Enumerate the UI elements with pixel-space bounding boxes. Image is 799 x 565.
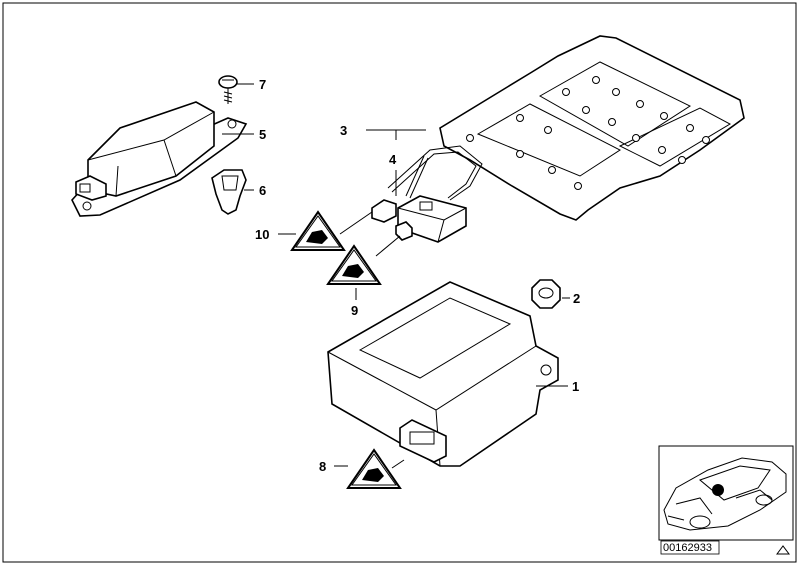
leader-lines bbox=[222, 83, 570, 469]
warning-triangle-icon bbox=[346, 448, 402, 489]
car-silhouette-icon bbox=[663, 457, 787, 531]
callout-3: 3 bbox=[340, 123, 347, 138]
part-6-clip-nut[interactable] bbox=[211, 169, 247, 215]
corner-triangle-icon bbox=[776, 545, 790, 555]
callout-2: 2 bbox=[573, 291, 580, 306]
callout-4: 4 bbox=[389, 152, 397, 167]
part-7-screw[interactable] bbox=[218, 75, 238, 104]
callout-8: 8 bbox=[319, 459, 326, 474]
warning-triangle-icon bbox=[290, 210, 346, 251]
car-location-inset bbox=[658, 445, 794, 541]
diagram-code: 00162933 bbox=[663, 542, 712, 554]
callout-1: 1 bbox=[572, 379, 579, 394]
callout-9: 9 bbox=[351, 303, 358, 318]
part-5-sensor-module[interactable] bbox=[71, 101, 248, 217]
callout-5: 5 bbox=[259, 127, 266, 142]
part-3-seat-mat[interactable] bbox=[439, 35, 745, 221]
callout-6: 6 bbox=[259, 183, 266, 198]
callout-10: 10 bbox=[255, 227, 269, 242]
part-2-nut[interactable] bbox=[531, 279, 561, 309]
part-1-control-unit[interactable] bbox=[327, 281, 559, 467]
part-4-wiring-harness[interactable] bbox=[371, 145, 483, 243]
diagram-code-box bbox=[660, 540, 720, 555]
warning-triangle-icon bbox=[326, 244, 382, 285]
callout-7: 7 bbox=[259, 77, 266, 92]
